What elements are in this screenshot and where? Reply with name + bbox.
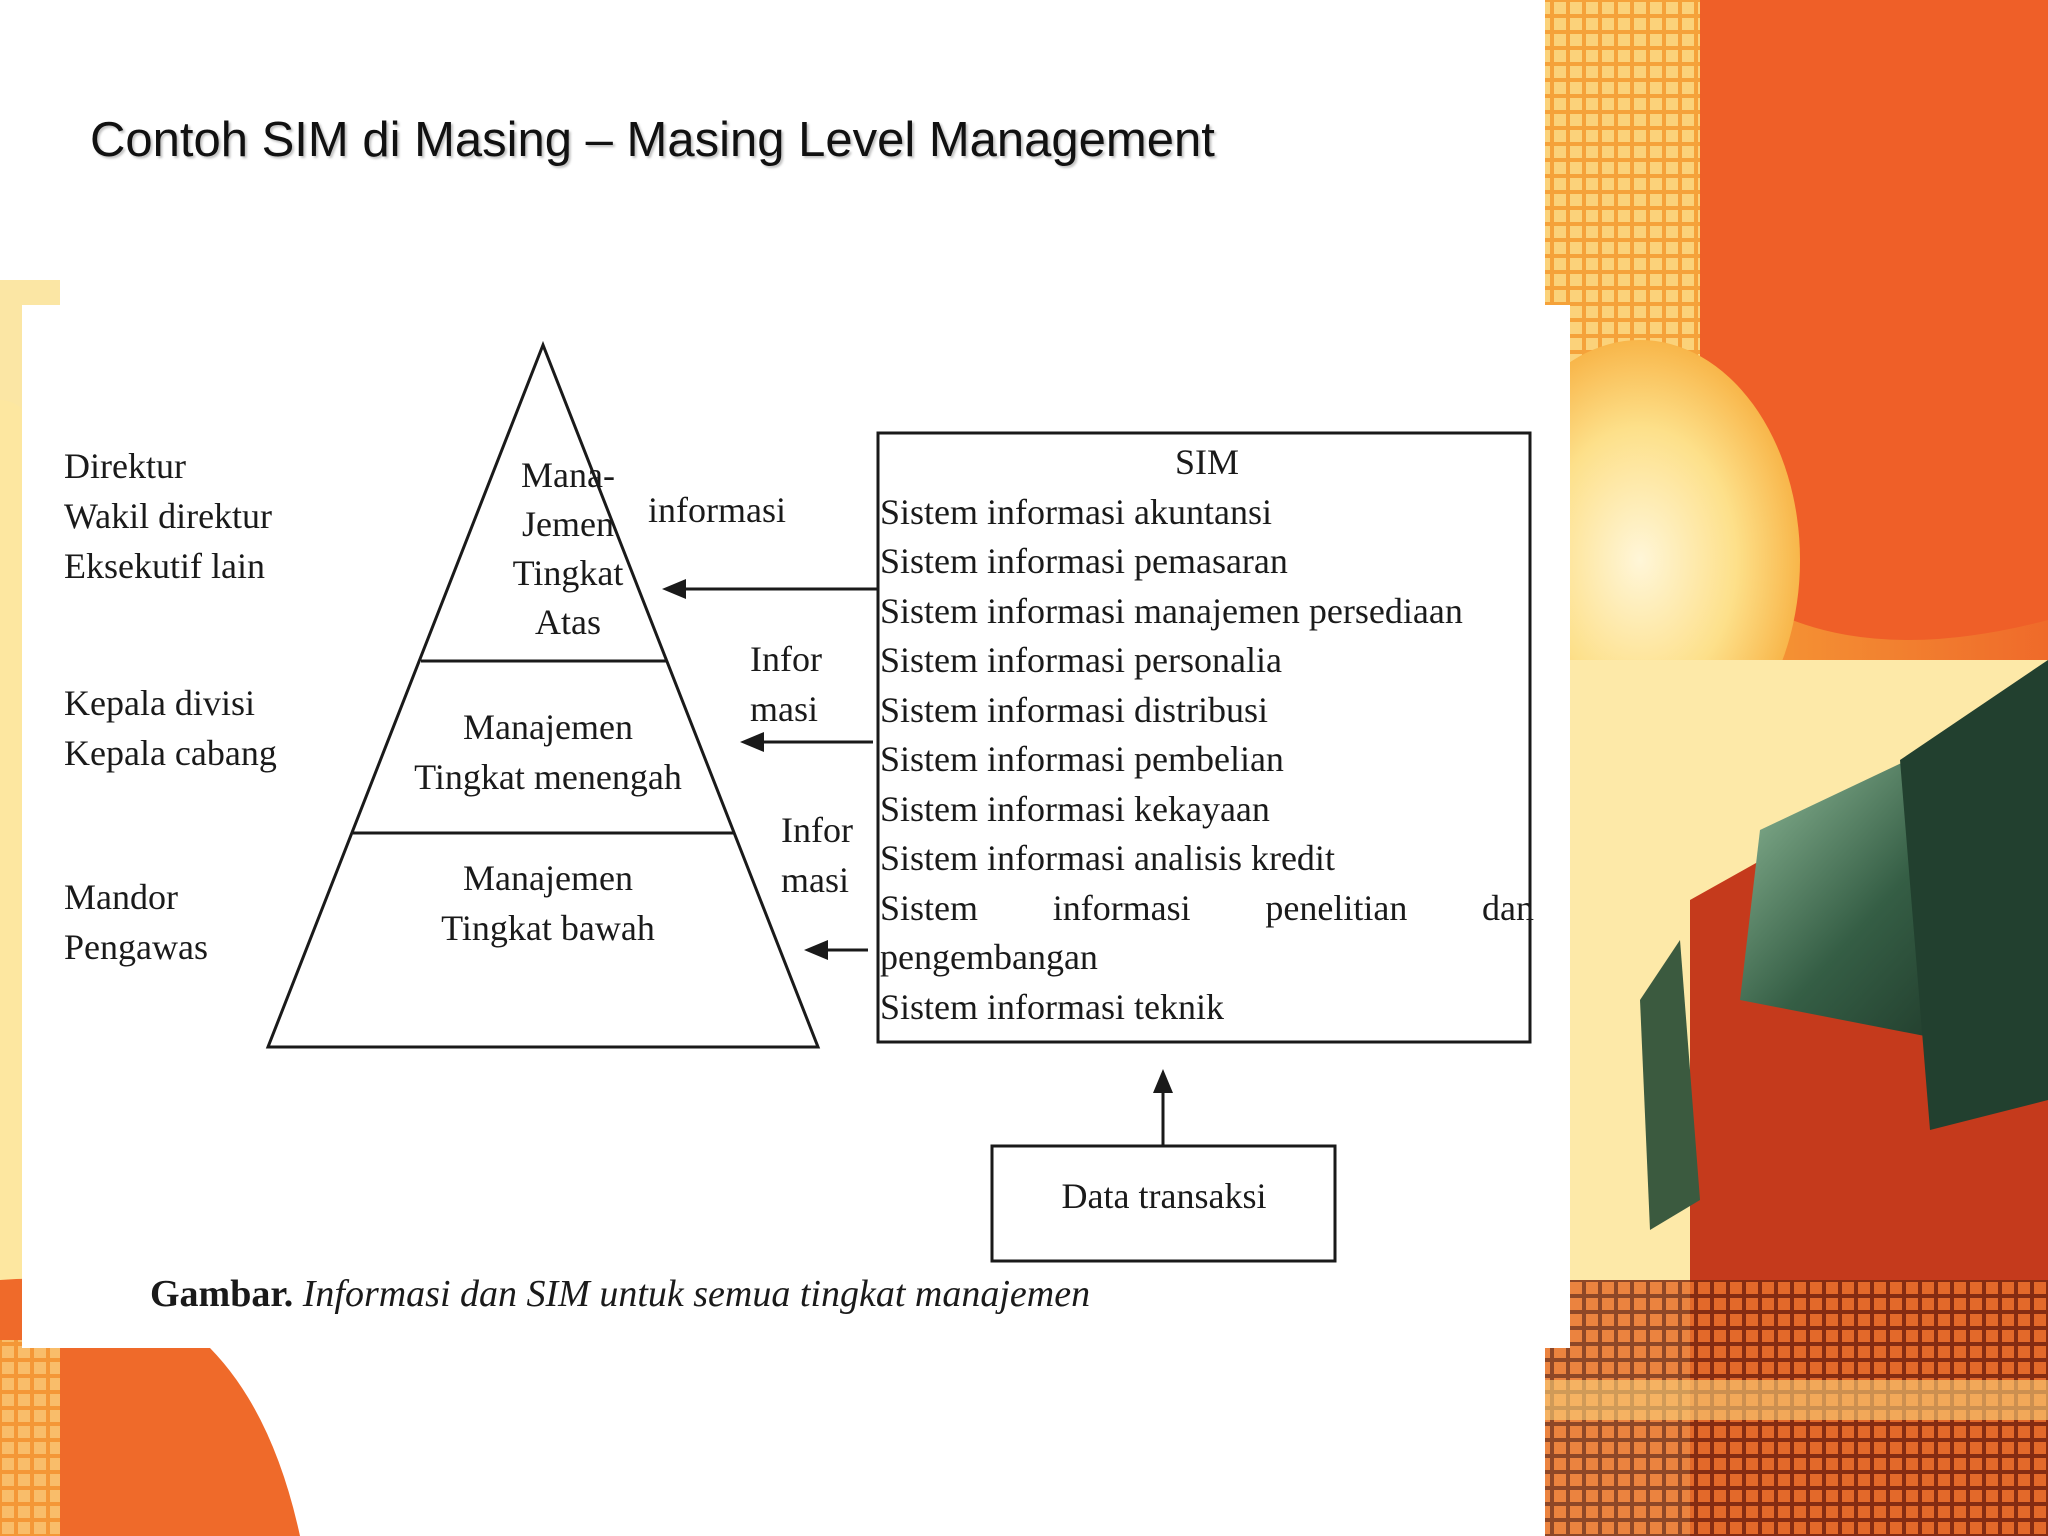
sim-word: dan	[1482, 887, 1534, 928]
roles-bottom: Mandor Pengawas	[64, 872, 208, 972]
sim-item: Sistem informasi distribusi	[880, 689, 1269, 730]
pyramid-top-label: Mana- Jemen Tingkat Atas	[463, 451, 673, 647]
sim-item: Sistem informasi akuntansi	[880, 491, 1272, 532]
sim-box	[876, 431, 1532, 1044]
roles-middle: Kepala divisi Kepala cabang	[64, 678, 277, 778]
arrow-label-text: Infor	[781, 810, 853, 850]
role-label: Wakil direktur	[64, 496, 273, 536]
roles-top: Direktur Wakil direktur Eksekutif lain	[64, 441, 272, 591]
sim-item-wrapped: Sistem informasi penelitian dan	[880, 884, 1534, 934]
pyramid-text: Tingkat	[512, 553, 624, 593]
pyramid-text: Tingkat bawah	[441, 908, 655, 948]
pyramid-text: Atas	[535, 602, 601, 642]
sim-item: Sistem informasi pembelian	[880, 739, 1284, 779]
arrow-label-text: masi	[750, 689, 818, 729]
pyramid-middle-label: Manajemen Tingkat menengah	[393, 702, 703, 802]
slide-title: Contoh SIM di Masing – Masing Level Mana…	[90, 113, 1215, 167]
arrow-top	[662, 579, 878, 599]
arrow-middle	[740, 732, 873, 752]
sim-word: informasi	[1052, 887, 1191, 928]
sim-word: penelitian	[1265, 887, 1408, 928]
sim-item: Sistem informasi manajemen persediaan	[880, 590, 1463, 631]
role-label: Eksekutif lain	[64, 546, 265, 586]
caption-italic: Informasi dan SIM untuk semua tingkat ma…	[302, 1273, 1091, 1315]
arrow-bottom	[804, 940, 868, 960]
role-label: Direktur	[64, 446, 186, 486]
sim-item: Sistem informasi kekayaan	[880, 788, 1270, 829]
pyramid-text: Manajemen	[463, 858, 633, 898]
arrow-up	[1153, 1069, 1173, 1145]
role-label: Kepala cabang	[64, 733, 277, 773]
arrow-label-text: masi	[781, 860, 849, 900]
sim-item: Sistem informasi pemasaran	[880, 541, 1288, 581]
pyramid-bottom-label: Manajemen Tingkat bawah	[393, 853, 703, 953]
sim-item: Sistem informasi personalia	[880, 640, 1282, 680]
role-label: Mandor	[64, 877, 178, 917]
pyramid-text: Jemen	[522, 504, 614, 544]
figure-caption: Gambar. Informasi dan SIM untuk semua ti…	[150, 1272, 1090, 1316]
arrow-label-text: Infor	[750, 639, 822, 679]
pyramid-text: Tingkat menengah	[414, 757, 682, 797]
sim-word: Sistem	[880, 887, 979, 928]
arrow-label-bottom: Infor masi	[781, 805, 853, 905]
data-transaksi-label: Data transaksi	[1061, 1176, 1267, 1216]
sim-title: SIM	[1174, 442, 1240, 482]
arrow-label-top: informasi	[648, 490, 786, 530]
sim-item-continuation: pengembangan	[880, 937, 1098, 977]
diagram-panel: Direktur Wakil direktur Eksekutif lain K…	[22, 305, 1570, 1348]
pyramid-text: Manajemen	[463, 707, 633, 747]
diagram-lines	[265, 340, 1532, 1263]
pyramid-text: Mana-	[521, 455, 615, 495]
pyramid-outline	[265, 340, 821, 1049]
role-label: Pengawas	[64, 927, 208, 967]
caption-bold: Gambar.	[150, 1273, 294, 1315]
role-label: Kepala divisi	[64, 683, 255, 723]
sim-box-content: SIM Sistem informasi akuntansi Sistem in…	[880, 438, 1534, 1032]
sim-item: Sistem informasi analisis kredit	[880, 838, 1335, 878]
sim-item: Sistem informasi teknik	[880, 986, 1224, 1027]
arrow-label-middle: Infor masi	[750, 634, 822, 734]
data-transaksi-box	[990, 1144, 1337, 1263]
